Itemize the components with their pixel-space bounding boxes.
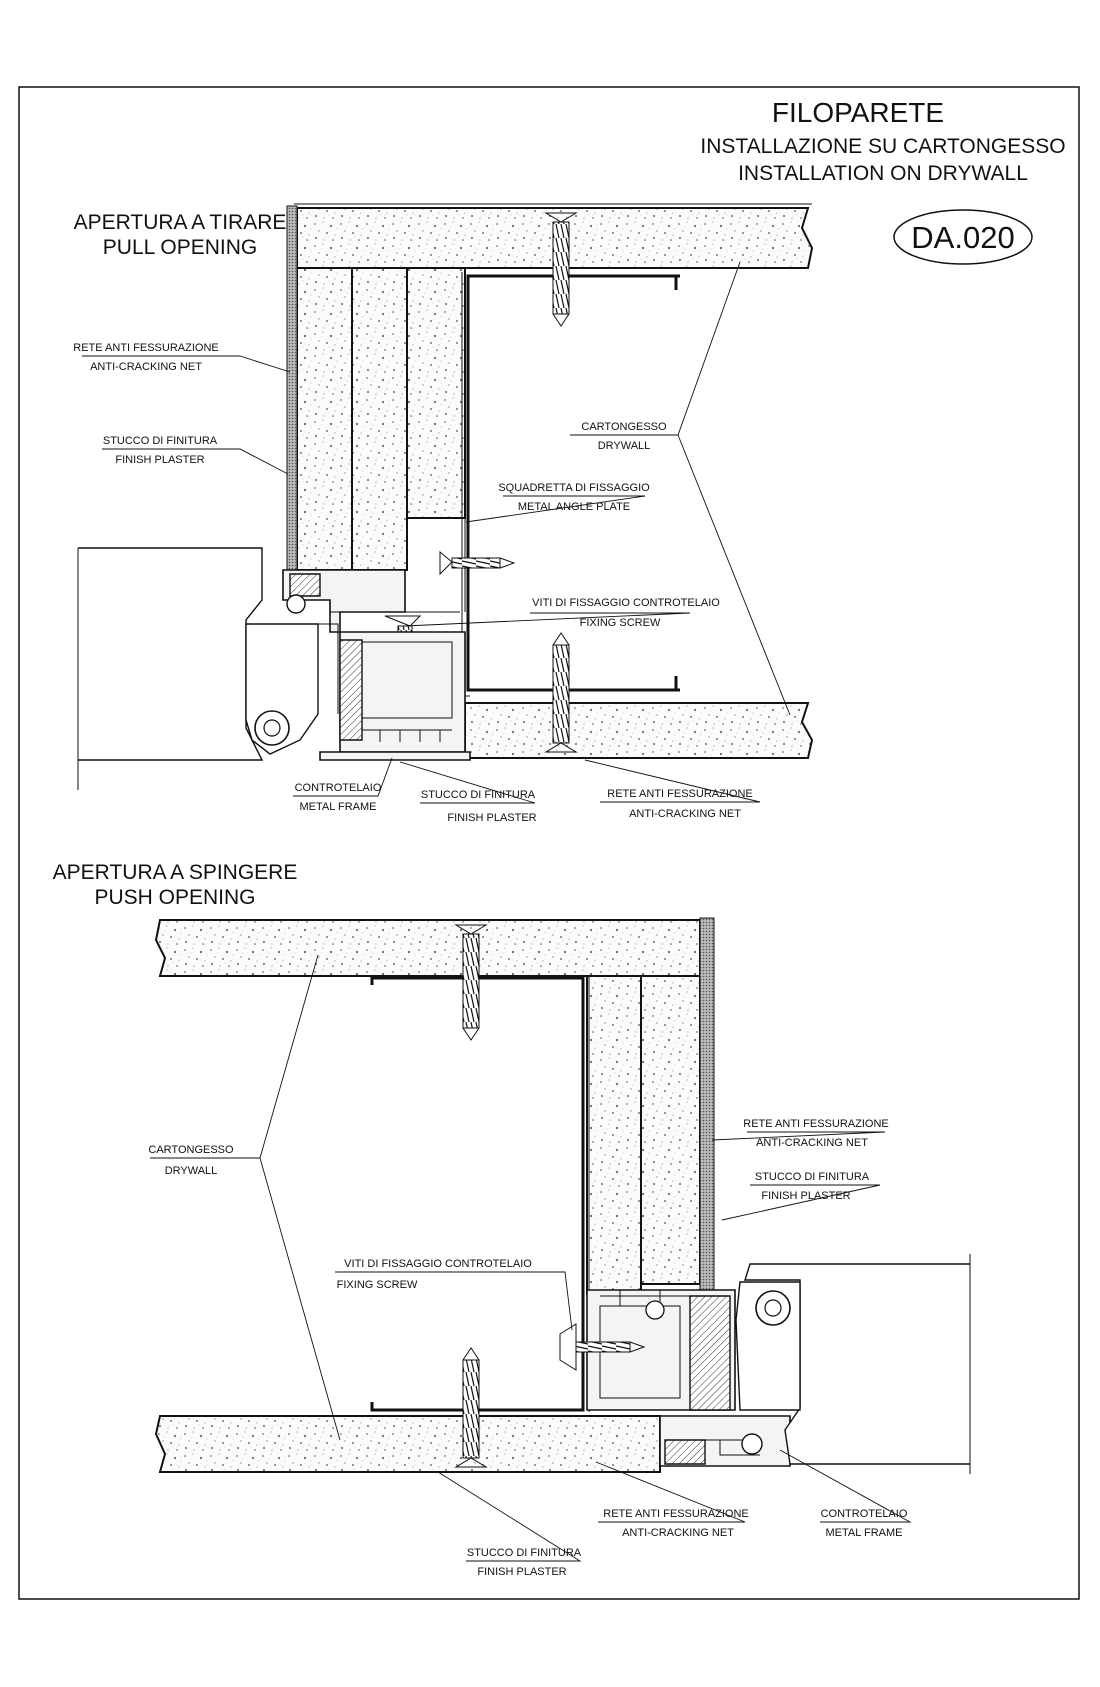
pull-label-frame-en: METAL FRAME [299,801,376,813]
push-fixing-screw [559,1323,646,1371]
pull-frame-insulation [339,639,363,741]
pull-heading-en: PULL OPENING [103,236,257,259]
push-label-net2-en: ANTI-CRACKING NET [622,1527,734,1539]
drawing-subtitle-en: INSTALLATION ON DRYWALL [738,162,1028,185]
pull-drywall-bottom [464,702,814,759]
pull-door-leaf [78,547,264,761]
push-anti-cracking-net [699,917,715,1291]
pull-label-angle-it: SQUADRETTA DI FISSAGGIO [498,482,650,494]
push-frame-insulation [689,1295,731,1411]
push-drywall-top [154,919,701,977]
pull-screw-bottom [544,632,578,753]
push-label-screw-en: FIXING SCREW [337,1279,418,1291]
push-label-drywall-it: CARTONGESSO [148,1144,234,1156]
pull-fixing-screw-horizontal [439,550,516,576]
drawing-code-badge [893,209,1033,265]
pull-leader-plaster [102,448,289,475]
pull-label-drywall-it: CARTONGESSO [581,421,667,433]
push-label-frame-it: CONTROTELAIO [821,1508,908,1520]
pull-leader-drywall-top [570,261,741,436]
pull-return-board-3 [406,267,466,519]
pull-jamb-gasket [289,573,321,597]
push-leader-plaster2 [437,1471,582,1562]
push-leader-screw [335,1271,573,1331]
push-label-net2-it: RETE ANTI FESSURAZIONE [603,1508,748,1520]
pull-label-net-it: RETE ANTI FESSURAZIONE [73,342,218,354]
pull-label-screw-it: VITI DI FISSAGGIO CONTROTELAIO [532,597,720,609]
push-return-board-2 [640,975,701,1285]
push-label-plaster2-it: STUCCO DI FINITURA [467,1547,582,1559]
push-leader-drywall-top [150,954,319,1159]
pull-label-plaster-it: STUCCO DI FINITURA [103,435,218,447]
title-block: FILOPARETE INSTALLAZIONE SU CARTONGESSO … [700,97,1066,265]
drawing-title: FILOPARETE [772,97,944,128]
pull-label-net2-en: ANTI-CRACKING NET [629,808,741,820]
pull-hinge-pin-inner [263,719,281,737]
push-leader-plaster [721,1184,881,1221]
push-drywall-bottom [154,1415,661,1473]
pull-leader-angle [465,495,646,523]
pull-frame-base [319,751,471,761]
push-steel-stud [370,976,585,1412]
pull-leader-net [82,355,291,373]
drawing-code: DA.020 [911,220,1014,255]
pull-label-plaster2-en: FINISH PLASTER [447,812,536,824]
push-leader-net2 [595,1461,746,1523]
drawing-subtitle-it: INSTALLAZIONE SU CARTONGESSO [700,135,1065,158]
pull-steel-stud [466,274,680,692]
pull-frame-ribs [362,729,452,742]
push-leader-frame [779,1449,912,1523]
pull-label-net2-it: RETE ANTI FESSURAZIONE [607,788,752,800]
push-opening-detail: APERTURA A SPINGERE PUSH OPENING [53,861,971,1578]
pull-label-net-en: ANTI-CRACKING NET [90,361,202,373]
pull-label-frame-it: CONTROTELAIO [295,782,382,794]
push-heading-it: APERTURA A SPINGERE [53,861,298,884]
pull-label-angle-en: METAL ANGLE PLATE [518,501,630,513]
push-label-plaster2-en: FINISH PLASTER [477,1566,566,1578]
sheet-border [18,86,1080,1600]
push-label-net-en: ANTI-CRACKING NET [756,1137,868,1149]
pull-label-plaster2-it: STUCCO DI FINITURA [421,789,536,801]
pull-leader-plaster2 [399,761,536,804]
push-heading-en: PUSH OPENING [94,886,255,909]
pull-seal-icon [286,594,306,614]
push-leader-net [711,1131,886,1141]
push-label-plaster-en: FINISH PLASTER [761,1190,850,1202]
push-frame-seal-icon [645,1300,665,1320]
push-jamb-gasket [664,1439,706,1465]
push-leader-drywall-bottom [259,1157,341,1441]
pull-leader-screw [404,612,691,627]
pull-heading-it: APERTURA A TIRARE [74,211,287,234]
pull-hinge-link [318,623,339,714]
pull-leader-net2 [584,759,761,803]
pull-return-board-2 [351,267,408,571]
pull-label-plaster-en: FINISH PLASTER [115,454,204,466]
pull-label-drywall-en: DRYWALL [598,440,651,452]
push-label-drywall-en: DRYWALL [165,1165,218,1177]
pull-leader-frame [293,757,393,797]
push-label-frame-en: METAL FRAME [825,1527,902,1539]
push-seal-icon [741,1433,763,1455]
pull-return-board-1 [296,267,353,571]
push-hinge-pin-inner [764,1299,782,1317]
pull-screw-top [544,212,578,327]
push-label-plaster-it: STUCCO DI FINITURA [755,1171,870,1183]
push-return-board-1 [586,975,642,1294]
pull-anti-cracking-net [286,205,298,571]
pull-label-screw-en: FIXING SCREW [580,617,661,629]
pull-frame-chamber [362,641,453,719]
push-screw-bottom [454,1347,488,1468]
pull-angle-plate [412,517,466,612]
push-screw-top [454,924,488,1041]
push-label-screw-it: VITI DI FISSAGGIO CONTROTELAIO [344,1258,532,1270]
push-label-net-it: RETE ANTI FESSURAZIONE [743,1118,888,1130]
pull-leader-drywall-bottom [677,434,791,716]
pull-opening-detail: APERTURA A TIRARE PULL OPENING [73,203,814,824]
